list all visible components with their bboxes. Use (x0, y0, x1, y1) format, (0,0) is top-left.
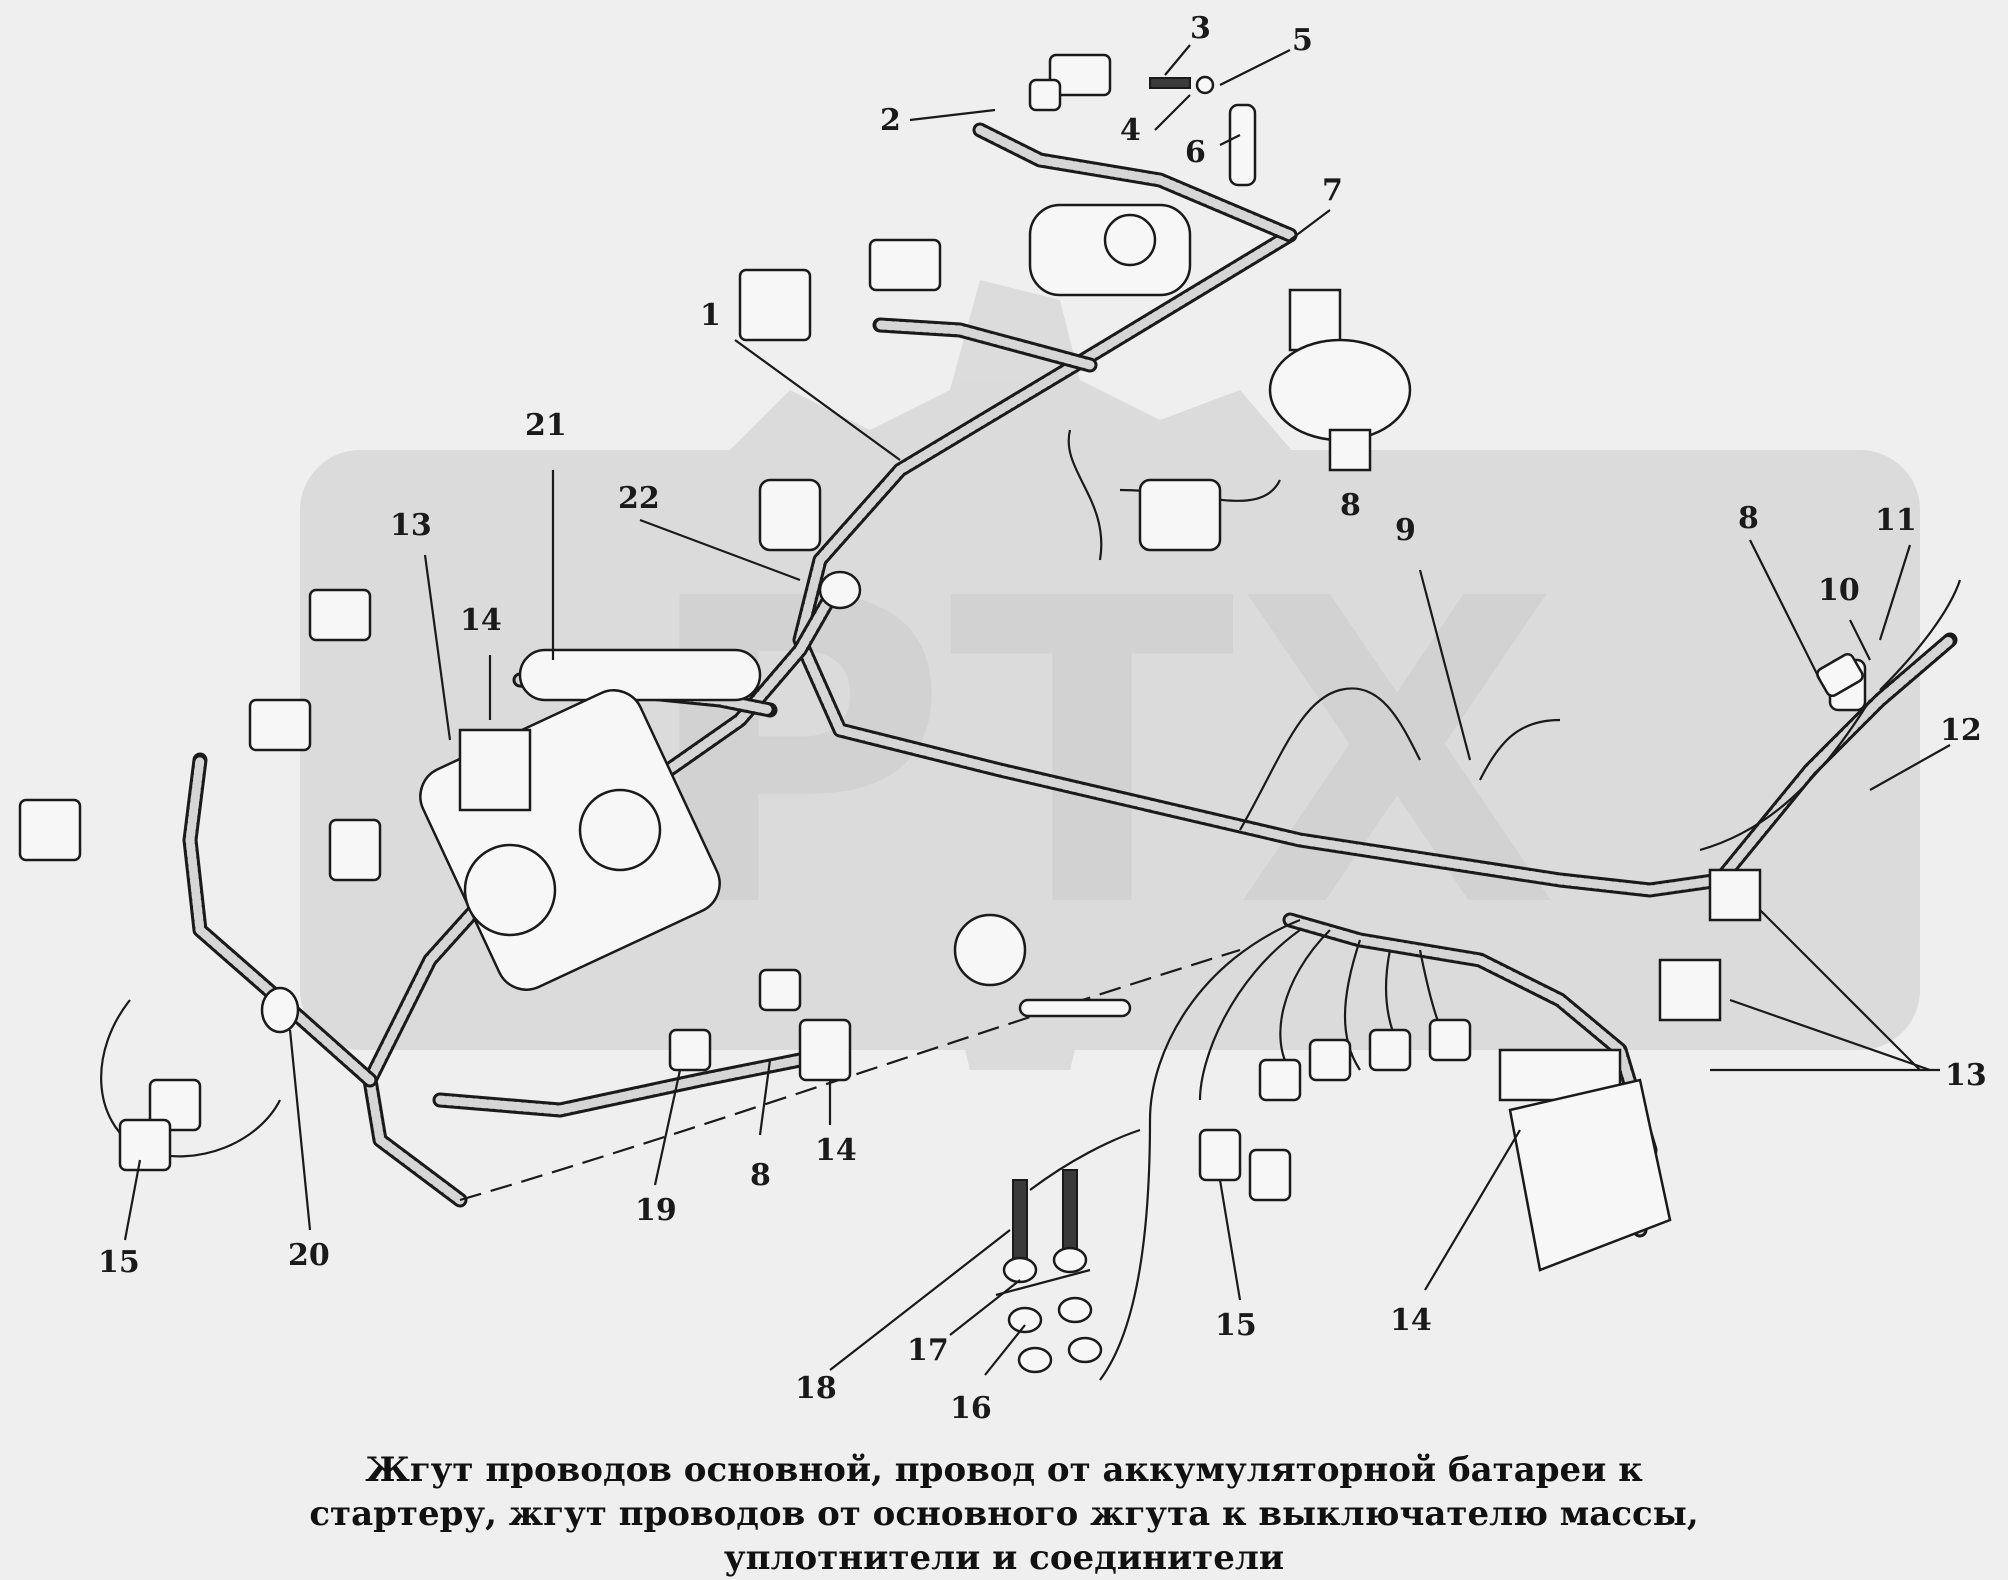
washer-16-icon (1007, 1306, 1043, 1334)
gauge-icon (463, 843, 557, 937)
connector-15-icon (1198, 1128, 1242, 1182)
connector-13-icon (1658, 958, 1722, 1022)
terminal-block-6-icon (1228, 103, 1257, 187)
callout-16: 16 (950, 1391, 992, 1426)
watermark-text: PTX (641, 511, 1559, 1000)
callout-13-left: 13 (390, 508, 432, 543)
nut-16-icon (1017, 1346, 1053, 1374)
connector-2-icon (1048, 53, 1112, 97)
callout-8-right: 8 (1738, 501, 1759, 536)
washer-5-icon (1195, 75, 1215, 95)
grommet-20-icon (260, 986, 300, 1034)
connector-icon (148, 1078, 202, 1132)
connector-15-icon (118, 1118, 172, 1172)
connector-icon (1258, 1058, 1302, 1102)
steering-switch-icon (953, 913, 1027, 987)
switch-block-14-icon (458, 728, 532, 812)
callout-13-right: 13 (1945, 1058, 1987, 1093)
connector-icon (248, 698, 312, 752)
callout-8-headlamp: 8 (1340, 488, 1361, 523)
battery-mass-switch-icon (1508, 1078, 1672, 1272)
callout-15-right: 15 (1215, 1308, 1257, 1343)
panel-strip-21-icon (518, 648, 762, 702)
callout-14-bottom: 14 (815, 1133, 857, 1168)
callout-2: 2 (880, 103, 901, 138)
callout-9: 9 (1395, 513, 1416, 548)
relay-icon (328, 818, 382, 882)
caption-line-3: уплотнители и соединители (723, 1538, 1285, 1578)
callouts: 1 2 3 4 5 6 7 8 8 8 9 10 11 12 13 13 14 … (98, 11, 1987, 1426)
caption-line-2: стартеру, жгут проводов от основного жгу… (309, 1494, 1699, 1534)
horn-center-icon (1103, 213, 1157, 267)
callout-10: 10 (1818, 573, 1860, 608)
callout-6: 6 (1185, 135, 1206, 170)
connector-icon (1428, 1018, 1472, 1062)
callout-3: 3 (1190, 11, 1211, 46)
stud-18-icon (1062, 1169, 1078, 1251)
leader-lines (123, 44, 1951, 1376)
callout-22: 22 (618, 481, 660, 516)
connector-icon (1308, 1038, 1352, 1082)
switch-icon (868, 238, 942, 292)
callout-8-bottom: 8 (750, 1158, 771, 1193)
bolt-3-icon (1149, 77, 1191, 89)
plug-icon (1028, 78, 1062, 112)
stud-18-icon (1012, 1179, 1028, 1261)
callout-17: 17 (907, 1333, 949, 1368)
callout-12: 12 (1940, 713, 1982, 748)
thin-wires (100, 429, 1962, 1381)
relay-icon (738, 268, 812, 342)
connector-14-icon (798, 1018, 852, 1082)
connector-8-icon (1328, 428, 1372, 472)
callout-1: 1 (700, 298, 721, 333)
sensor-icon (758, 478, 822, 552)
connector-10-icon (1816, 652, 1864, 698)
callout-18: 18 (795, 1371, 837, 1406)
callout-21: 21 (525, 408, 567, 443)
gauge-icon (578, 788, 662, 872)
callout-19: 19 (635, 1193, 677, 1228)
generator-icon (1138, 478, 1222, 552)
callout-15-left: 15 (98, 1245, 140, 1280)
connector-icon (758, 968, 802, 1012)
callout-7: 7 (1322, 173, 1343, 208)
callout-11: 11 (1875, 503, 1917, 538)
connector-icon (1368, 1028, 1412, 1072)
callout-14-right: 14 (1390, 1303, 1432, 1338)
figure-caption: Жгут проводов основной, провод от аккуму… (0, 1448, 2008, 1580)
nut-16-icon (1067, 1336, 1103, 1364)
headlamp-icon (1268, 338, 1412, 442)
connector-13-icon (1708, 868, 1762, 922)
watermark: PTX (300, 280, 1920, 1070)
callout-4: 4 (1120, 113, 1141, 148)
components (18, 53, 1867, 1374)
callout-5: 5 (1292, 23, 1313, 58)
connector-icon (1248, 1148, 1292, 1202)
caption-line-1: Жгут проводов основной, провод от аккуму… (365, 1450, 1643, 1490)
stalk-icon (1018, 998, 1132, 1018)
nut-17-icon (1002, 1256, 1038, 1284)
washer-16-icon (1057, 1296, 1093, 1324)
nut-17-icon (1052, 1246, 1088, 1274)
connector-icon (308, 588, 372, 642)
callout-20: 20 (288, 1238, 330, 1273)
callout-14-top: 14 (460, 603, 502, 638)
connector-icon (18, 798, 82, 862)
grommet-22-icon (818, 570, 862, 610)
connector-19-icon (668, 1028, 712, 1072)
